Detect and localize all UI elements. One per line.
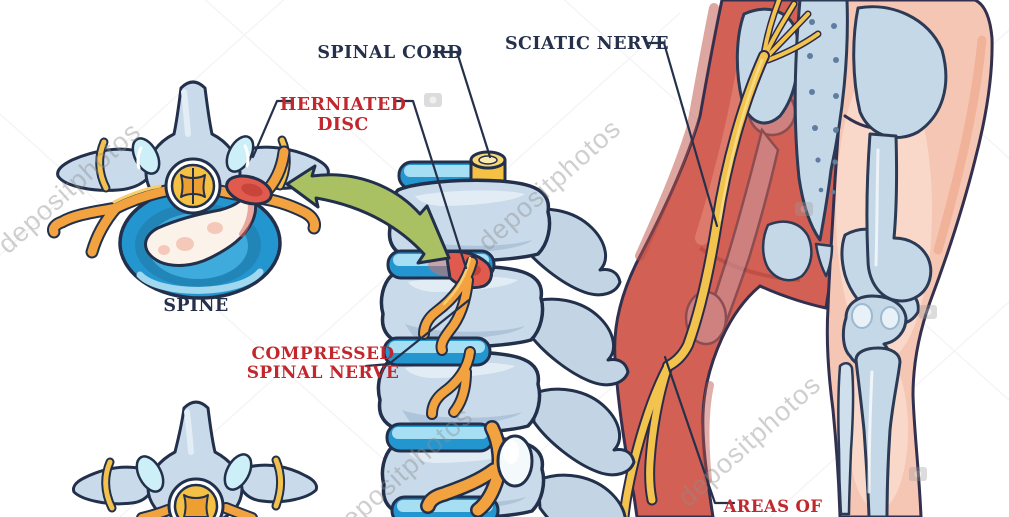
leader-sciatic (647, 41, 719, 228)
sciatic-nerve-path (618, 0, 822, 517)
leader-spinal-cord (432, 50, 492, 159)
leader-areas (663, 355, 736, 505)
left-ischium (761, 220, 813, 282)
axial-vertebra-top (47, 80, 330, 300)
spinal-cord-cross-section (164, 157, 222, 215)
lateral-spine-column (376, 150, 642, 517)
labels: SPINAL CORD SCIATIC NERVE HERNIATED DISC… (163, 34, 822, 516)
lateral-nerve-roots (418, 256, 508, 517)
pelvis-bones (735, 0, 948, 517)
camera-icon (424, 93, 937, 481)
herniated-disc-bulge (225, 174, 273, 206)
label-herniated-line1: HERNIATED (280, 95, 406, 115)
legs-figure (613, 0, 994, 517)
leader-compressed (364, 298, 471, 368)
fibula (837, 362, 855, 516)
sacral-foramina (807, 19, 839, 195)
tibia (854, 346, 902, 517)
label-compressed-line2: SPINAL NERVE (247, 363, 400, 383)
right-ilium (852, 5, 948, 139)
leader-lines (251, 41, 736, 505)
right-femur (865, 132, 933, 303)
label-areas-of: AREAS OF (723, 497, 823, 516)
label-spinal-cord: SPINAL CORD (317, 43, 462, 63)
label-herniated-line2: DISC (317, 115, 369, 135)
disc-bulge-sac (496, 434, 534, 488)
coccyx (814, 242, 834, 278)
axial-vertebra-bottom (72, 400, 318, 517)
facet-joints (131, 135, 255, 175)
zoom-link-arrow (285, 164, 451, 265)
leader-herniated-left (251, 99, 294, 159)
label-compressed-line1: COMPRESSED (252, 344, 395, 364)
leader-herniated-right (393, 99, 468, 270)
label-spine: SPINE (163, 296, 228, 316)
label-sciatic-nerve: SCIATIC NERVE (505, 34, 669, 54)
